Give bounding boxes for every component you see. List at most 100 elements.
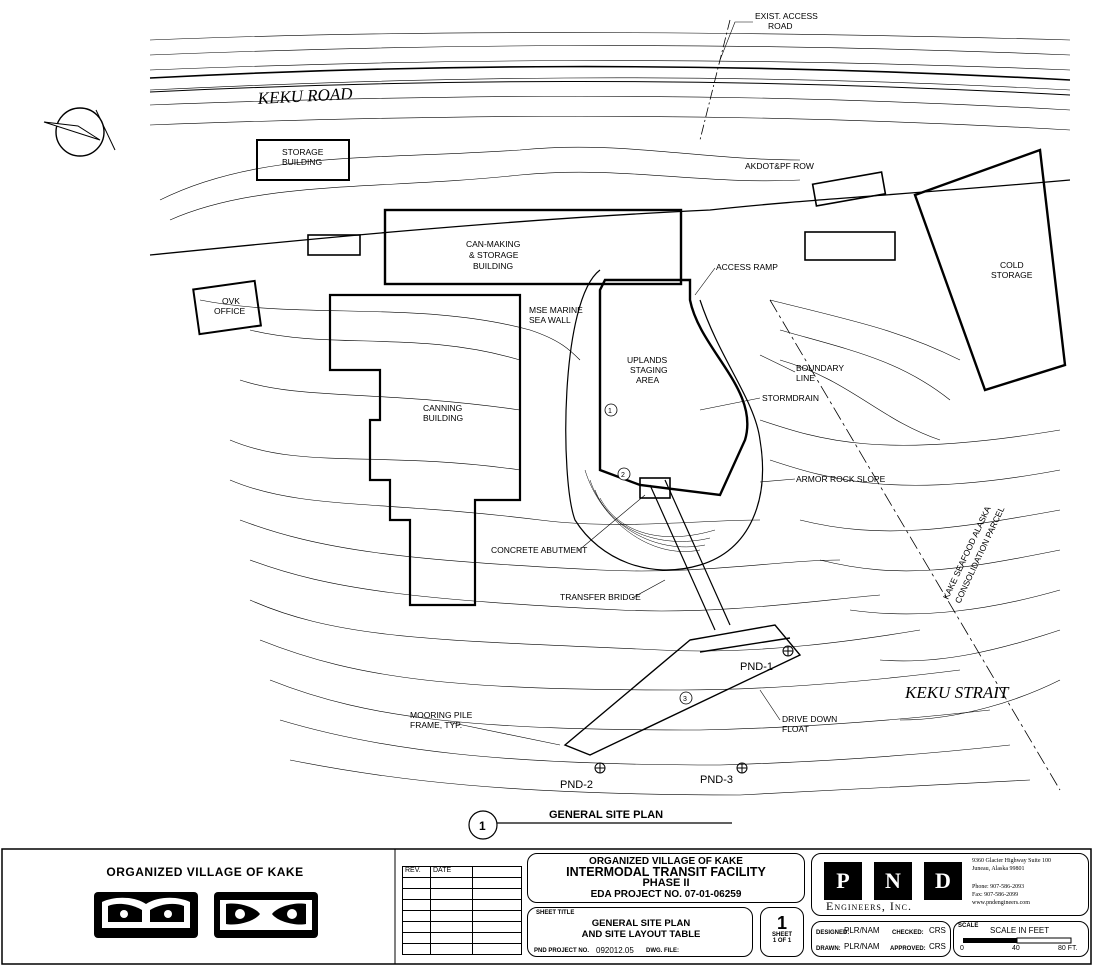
contour-lines [149,32,1071,796]
project-title-box: ORGANIZED VILLAGE OF KAKE INTERMODAL TRA… [527,853,805,903]
approved-label: APPROVED: [890,946,926,952]
firm-phone: Phone: 907-586-2093 [972,884,1025,890]
akdot-row-label: AKDOT&PF ROW [745,161,814,171]
drawn-value: PLR/NAM [844,942,880,951]
client-name: ORGANIZED VILLAGE OF KAKE [106,865,304,879]
sheet-of: 1 OF 1 [772,938,792,944]
scale-box: SCALE SCALE IN FEET 0 40 80 FT. [953,921,1089,957]
tag-3: 3 [683,696,687,703]
pnd2-label: PND-2 [560,779,593,791]
mse-sea-wall [598,278,749,497]
sheet-title-label: SHEET TITLE [536,910,575,916]
access-ramp-label: ACCESS RAMP [716,262,778,272]
ovk-office-label-2: OFFICE [214,306,245,316]
small-shed [307,234,361,256]
view-title: GENERAL SITE PLAN [549,809,663,821]
can-making-label-3: BUILDING [473,261,513,271]
mse-wall-label: MSE MARINE [529,305,583,315]
armor-rock-hatch [584,469,716,552]
firm-name: Engineers, Inc. [826,899,912,913]
sheet-number-box: 1 SHEET 1 OF 1 [760,907,804,957]
sheet-label: SHEET [771,932,792,938]
sheet-title-box: SHEET TITLE GENERAL SITE PLAN AND SITE L… [527,907,753,957]
akdot-shed [811,171,887,207]
leader-lines [447,21,796,746]
cold-storage-label: COLD [1000,260,1024,270]
concrete-abutment-label: CONCRETE ABUTMENT [491,545,587,555]
boundary-label: BOUNDARY [796,363,844,373]
project-line-4: EDA PROJECT NO. 07-01-06259 [590,889,742,900]
road-label: KEKU ROAD [256,84,353,108]
firm-address-1: 9360 Glacier Highway Suite 100 [972,858,1051,864]
revision-table: REV. DATE [402,866,522,955]
pnd-project-no: 092012.05 [596,946,634,955]
signoff-box: DESIGNED: PLR/NAM CHECKED: CRS DRAWN: PL… [811,921,951,957]
view-number-circle [468,810,498,840]
uplands-label: UPLANDS [627,355,667,365]
logo-letter-d: D [924,862,962,900]
logo-letter-n: N [874,862,912,900]
can-making-label: CAN-MAKING [466,239,520,249]
scale-tick-80: 80 FT. [1058,945,1078,952]
project-line-2: INTERMODAL TRANSIT FACILITY [566,865,766,879]
pnd1-label: PND-1 [740,661,773,673]
scale-tick-0: 0 [960,945,964,952]
project-line-3: PHASE II [642,877,690,889]
approved-value: CRS [929,942,946,951]
view-number: 1 [479,819,486,833]
scale-title: SCALE IN FEET [990,926,1050,935]
stormdrain-label: STORMDRAIN [762,393,819,403]
tag-2: 2 [621,472,625,479]
revision-header-row: REV. DATE [403,867,521,878]
sheet-title-1: GENERAL SITE PLAN [591,918,691,929]
boundary-line [769,299,1061,791]
can-making-label-2: & STORAGE [469,250,519,260]
firm-box: P N D Engineers, Inc. 9360 Glacier Highw… [811,853,1089,916]
scale-label: SCALE [958,923,979,929]
strait-label: KEKU STRAIT [904,683,1010,702]
tribal-art-icon [102,897,190,928]
callout-tags [604,403,693,705]
north-arrow-icon [43,107,116,157]
cold-storage [913,148,1067,392]
pnd-project-label: PND PROJECT NO. [534,948,590,954]
firm-web: www.pndengineers.com [972,900,1030,906]
exist-road-label: EXIST. ACCESS [755,11,818,21]
pnd3-label: PND-3 [700,774,733,786]
drive-down-label-2: FLOAT [782,724,809,734]
mooring-label-2: FRAME, TYP. [410,720,462,730]
designed-value: PLR/NAM [844,926,880,935]
title-block-frame [1,848,1092,965]
ovk-office [192,279,263,336]
cold-storage-label-2: STORAGE [991,270,1033,280]
shed-east [804,231,896,261]
project-line-1: ORGANIZED VILLAGE OF KAKE [589,856,743,867]
firm-fax: Fax: 907-586-2099 [972,892,1019,898]
storage-building [256,139,350,181]
armor-rock-slope [565,269,764,571]
mse-wall-label-2: SEA WALL [529,315,571,325]
keku-road [149,19,1071,256]
drawn-label: DRAWN: [816,946,841,952]
storage-building-label: STORAGE [282,147,324,157]
dwg-file-label: DWG. FILE: [646,948,679,954]
uplands-label-3: AREA [636,375,659,385]
logo-letter-p: P [824,862,862,900]
exist-road-label-2: ROAD [768,21,793,31]
transfer-bridge-label: TRANSFER BRIDGE [560,592,641,602]
drive-down-float [563,624,802,756]
canning-label-2: BUILDING [423,413,463,423]
scale-bar [963,937,1072,944]
client-logo-2 [214,892,318,938]
sheet-number: 1 [776,913,787,933]
survey-point-icons [594,645,794,774]
client-logo-1 [94,892,198,938]
canning-building [328,293,522,607]
can-making-building [383,208,683,286]
scale-tick-40: 40 [1012,945,1020,952]
designed-label: DESIGNED: [816,930,850,936]
storage-building-label-2: BUILDING [282,157,322,167]
tag-1: 1 [608,408,612,415]
checked-label: CHECKED: [892,930,924,936]
